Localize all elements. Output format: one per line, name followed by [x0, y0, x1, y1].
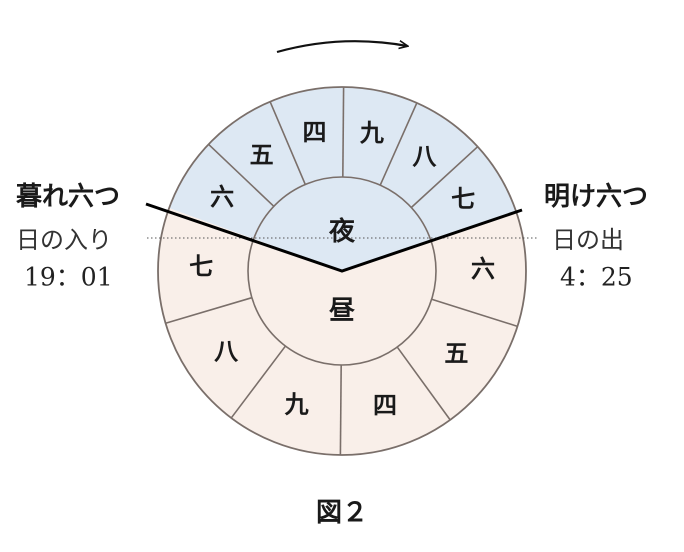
- day-segment-4: 九: [284, 391, 309, 419]
- day-segment-labels: 六五四 九 八 七: [189, 253, 495, 420]
- night-segment-4: 九: [359, 119, 384, 147]
- night-segment-3: 四: [302, 119, 326, 147]
- segment-divider-day-5: [165, 296, 253, 325]
- night-segment-6: 七: [451, 185, 475, 213]
- night-segment-2: 五: [250, 141, 274, 169]
- segment-divider-night-5: [410, 146, 479, 209]
- outer-ring: [157, 86, 527, 456]
- sunrise-six-label: 明け六つ: [544, 182, 648, 212]
- segment-divider-day-1: [431, 298, 518, 328]
- segment-divider-day-4: [230, 345, 287, 419]
- sunset-sunrise-boundary: [145, 202, 523, 273]
- sunset-time: 19：01: [24, 263, 113, 292]
- day-segment-3: 四: [373, 391, 397, 419]
- day-segment-2: 五: [444, 339, 468, 367]
- sunrise-label: 日の出: [552, 226, 624, 254]
- sunset-six-label: 暮れ六つ: [16, 182, 120, 212]
- night-label: 夜: [328, 216, 356, 247]
- inner-day-region: [248, 238, 437, 365]
- night-segment-labels: 六五四 九八七: [210, 119, 475, 213]
- sunrise-time: 4：25: [560, 263, 633, 292]
- inner-ring: [247, 176, 437, 366]
- night-segment-1: 六: [210, 183, 234, 211]
- segment-divider-day-3: [339, 364, 342, 455]
- sunset-label: 日の入り: [16, 226, 112, 254]
- segment-divider-night-4: [379, 102, 418, 186]
- day-segment-6: 七: [189, 253, 213, 281]
- day-label: 昼: [329, 296, 356, 326]
- figure-caption: 図２: [316, 498, 368, 528]
- rotation-arrow: [276, 41, 407, 54]
- segment-divider-night-3: [342, 87, 345, 178]
- day-segment-1: 六: [471, 255, 495, 283]
- day-segment-5: 八: [214, 337, 239, 365]
- night-segment-5: 八: [412, 143, 437, 171]
- segment-divider-day-2: [396, 346, 451, 421]
- segment-divider-night-2: [269, 101, 307, 185]
- segment-divider-night-1: [207, 143, 275, 207]
- segment-dividers: [165, 87, 518, 455]
- inner-night-region: [253, 177, 431, 271]
